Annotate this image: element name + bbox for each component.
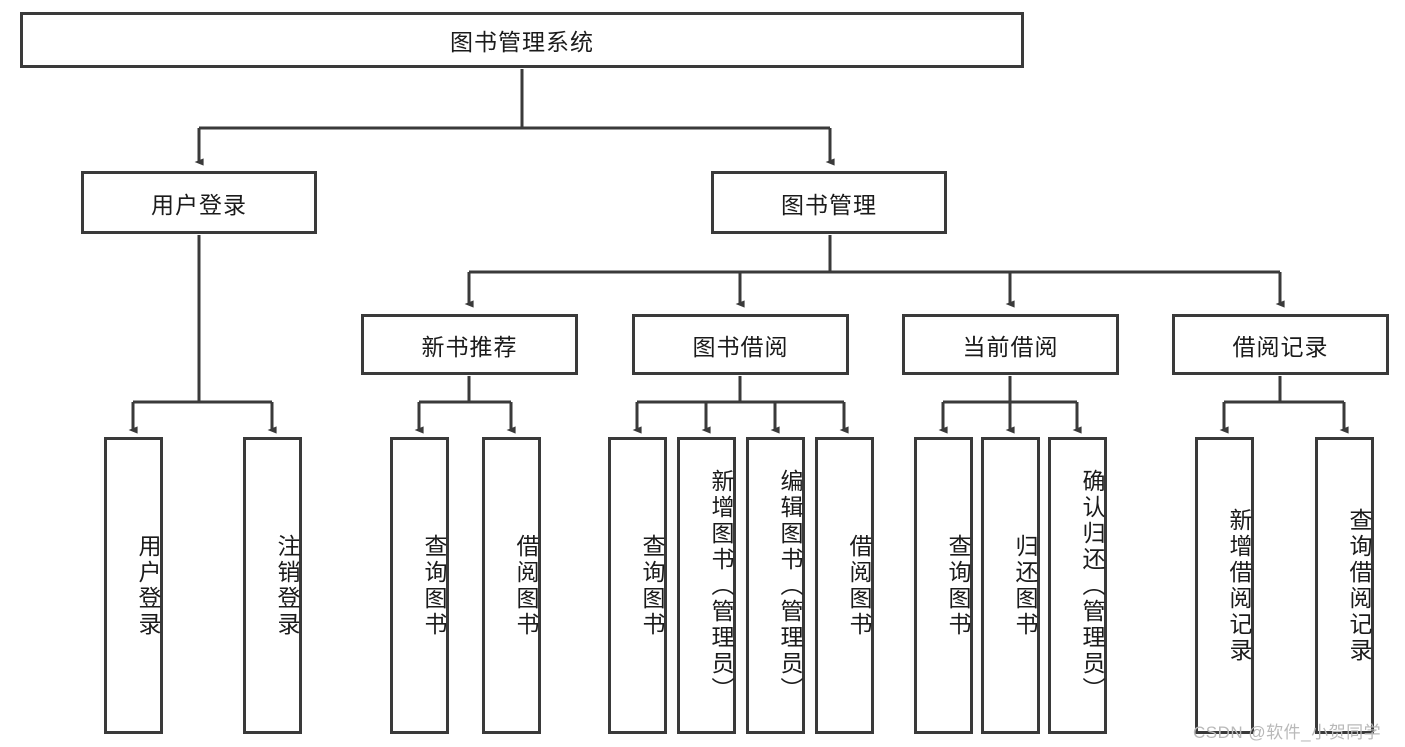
watermark: CSDN @软件_小贺同学 xyxy=(1193,723,1382,742)
node-root[interactable]: 图书管理系统 xyxy=(20,12,1024,68)
node-leaf-logout-login-label: 注销登录 xyxy=(274,533,300,638)
node-leaf-query-book-2-label: 查询图书 xyxy=(639,533,665,638)
node-borrow-record-label: 借阅记录 xyxy=(1232,333,1329,360)
node-leaf-query-record-label: 查询借阅记录 xyxy=(1346,507,1372,664)
node-leaf-confirm-return[interactable]: 确认归还（管理员） xyxy=(1048,437,1107,734)
node-book-borrow[interactable]: 图书借阅 xyxy=(632,314,849,375)
node-leaf-edit-book[interactable]: 编辑图书（管理员） xyxy=(746,437,805,734)
node-book-management[interactable]: 图书管理 xyxy=(711,171,947,234)
node-leaf-confirm-return-label: 确认归还（管理员） xyxy=(1079,468,1105,703)
node-current-borrow[interactable]: 当前借阅 xyxy=(902,314,1119,375)
node-leaf-add-record[interactable]: 新增借阅记录 xyxy=(1195,437,1254,734)
node-leaf-borrow-book-2[interactable]: 借阅图书 xyxy=(815,437,874,734)
node-leaf-query-book-3-label: 查询图书 xyxy=(945,533,971,638)
node-leaf-return-book-label: 归还图书 xyxy=(1012,533,1038,638)
node-leaf-query-book-1-label: 查询图书 xyxy=(421,533,447,638)
node-user-login-label: 用户登录 xyxy=(151,191,247,218)
node-leaf-query-record[interactable]: 查询借阅记录 xyxy=(1315,437,1374,734)
node-new-book-recommend-label: 新书推荐 xyxy=(421,333,518,360)
node-leaf-query-book-1[interactable]: 查询图书 xyxy=(390,437,449,734)
node-user-login[interactable]: 用户登录 xyxy=(81,171,317,234)
node-new-book-recommend[interactable]: 新书推荐 xyxy=(361,314,578,375)
node-leaf-edit-book-label: 编辑图书（管理员） xyxy=(777,468,803,703)
node-leaf-logout-login[interactable]: 注销登录 xyxy=(243,437,302,734)
node-borrow-record[interactable]: 借阅记录 xyxy=(1172,314,1389,375)
node-leaf-borrow-book-1-label: 借阅图书 xyxy=(513,533,539,638)
node-leaf-return-book[interactable]: 归还图书 xyxy=(981,437,1040,734)
node-leaf-query-book-3[interactable]: 查询图书 xyxy=(914,437,973,734)
node-book-management-label: 图书管理 xyxy=(781,191,877,218)
node-leaf-add-record-label: 新增借阅记录 xyxy=(1226,507,1252,664)
node-book-borrow-label: 图书借阅 xyxy=(692,333,789,360)
node-leaf-user-login[interactable]: 用户登录 xyxy=(104,437,163,734)
node-leaf-add-book[interactable]: 新增图书（管理员） xyxy=(677,437,736,734)
node-leaf-query-book-2[interactable]: 查询图书 xyxy=(608,437,667,734)
node-leaf-borrow-book-1[interactable]: 借阅图书 xyxy=(482,437,541,734)
node-leaf-add-book-label: 新增图书（管理员） xyxy=(708,468,734,703)
node-leaf-borrow-book-2-label: 借阅图书 xyxy=(846,533,872,638)
node-current-borrow-label: 当前借阅 xyxy=(962,333,1059,360)
node-root-label: 图书管理系统 xyxy=(450,29,594,55)
node-leaf-user-login-label: 用户登录 xyxy=(135,533,161,638)
